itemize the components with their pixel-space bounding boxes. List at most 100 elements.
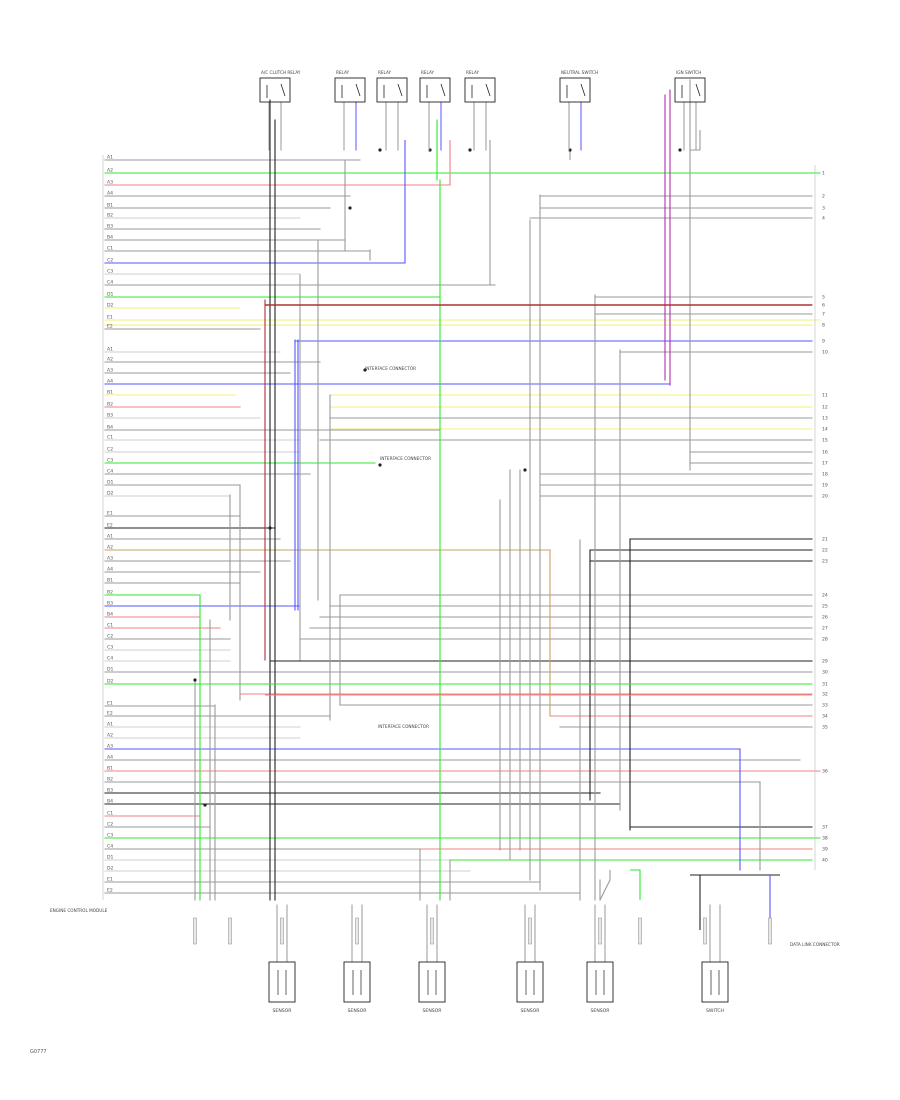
component-label: NEUTRAL SWITCH [561,70,598,75]
pin-code: C4 [107,469,113,475]
top-component: RELAY [376,70,408,103]
pin-code: 28 [822,637,828,643]
connector-stub [430,917,434,945]
pin-code: 35 [822,725,828,731]
pin-code: A1 [107,534,113,540]
label-layer: A1A2A3A4B1B2B3B4C1C2C3C4D1D2E1E2A1A2A3A4… [50,155,840,948]
connector-stub [703,917,707,945]
pin-code: D1 [107,855,114,861]
pin-code: A3 [107,744,113,750]
pin-code: A1 [107,155,113,161]
pin-code: C2 [107,258,113,264]
pin-code: 20 [822,494,828,500]
pin-code: C1 [107,246,113,252]
pin-code: B4 [107,799,113,805]
pin-code: E2 [107,324,113,330]
pin-code: 22 [822,548,828,554]
relay-box [376,77,408,103]
pin-code: E1 [107,315,113,321]
pin-code: 5 [822,295,825,301]
splice-dot [203,803,207,807]
pin-code: 4 [822,216,825,222]
bottom-component: SWITCH [701,961,729,1014]
pin-code: A3 [107,368,113,374]
pin-code: C1 [107,435,113,441]
pin-code: 3 [822,206,825,212]
pin-code: 13 [822,416,828,422]
component-label: RELAY [466,70,480,75]
component-label: RELAY [378,70,392,75]
pin-code: 26 [822,615,828,621]
pin-code: E2 [107,523,113,529]
pin-code: 12 [822,405,828,411]
pin-code: C2 [107,634,113,640]
pin-code: D2 [107,491,114,497]
pin-code: 33 [822,703,828,709]
pin-code: 17 [822,461,828,467]
pin-code: C3 [107,833,113,839]
component-label: SENSOR [423,1008,443,1014]
pin-code: C2 [107,447,113,453]
relay-box [559,77,591,103]
pin-code: 21 [822,537,828,543]
connector-stub [280,917,284,945]
pin-code: 10 [822,350,828,356]
pin-code: C3 [107,269,113,275]
component-label: SENSOR [348,1008,368,1014]
component-label: RELAY [336,70,350,75]
right-connector-label: DATA LINK CONNECTOR [790,942,840,947]
sensor-box [586,961,614,1003]
pin-code: E2 [107,888,113,894]
pin-code: 25 [822,604,828,610]
pin-code: B1 [107,390,113,396]
splice-dot [363,368,367,372]
splice-dot [523,468,527,472]
pin-code: 38 [822,836,828,842]
component-label: SWITCH [706,1008,724,1014]
component-label: A/C CLUTCH RELAY [261,70,301,75]
relay-contact [280,83,286,97]
pin-code: A2 [107,733,113,739]
pin-code: 18 [822,472,828,478]
pin-code: 15 [822,438,828,444]
relay-contact [695,83,701,97]
pin-code: B3 [107,413,113,419]
relay-box [419,77,451,103]
pin-code: B2 [107,213,113,219]
relay-box [334,77,366,103]
connector-stub [355,917,359,945]
pin-code: 16 [822,450,828,456]
bottom-component: SENSOR [343,961,371,1014]
pin-code: 23 [822,559,828,565]
top-component: RELAY [464,70,496,103]
relay-box [674,77,706,103]
sensor-box [701,961,729,1003]
pin-code: D1 [107,667,114,673]
pin-code: A1 [107,722,113,728]
pin-code: 19 [822,483,828,489]
top-component: RELAY [419,70,451,103]
pin-code: C4 [107,844,113,850]
pin-code: D2 [107,679,114,685]
pin-code: A2 [107,357,113,363]
bottom-component: SENSOR [418,961,446,1014]
pin-code: 6 [822,303,825,309]
component-label: IGN SWITCH [676,70,701,75]
relay-box [259,77,291,103]
pin-code: B1 [107,766,113,772]
pin-code: B4 [107,235,113,241]
pin-code: B2 [107,590,113,596]
pin-code: 30 [822,670,828,676]
pin-code: E2 [107,711,113,717]
pin-code: A4 [107,567,113,573]
relay-contact [580,83,586,97]
connector-stub [193,917,197,945]
pin-code: 34 [822,714,828,720]
pin-code: A2 [107,168,113,174]
pin-code: E1 [107,877,113,883]
pin-code: 40 [822,858,828,864]
interface-note: INTERFACE CONNECTOR [365,366,416,371]
sensor-wire [630,869,641,900]
top-component: NEUTRAL SWITCH [559,70,598,103]
